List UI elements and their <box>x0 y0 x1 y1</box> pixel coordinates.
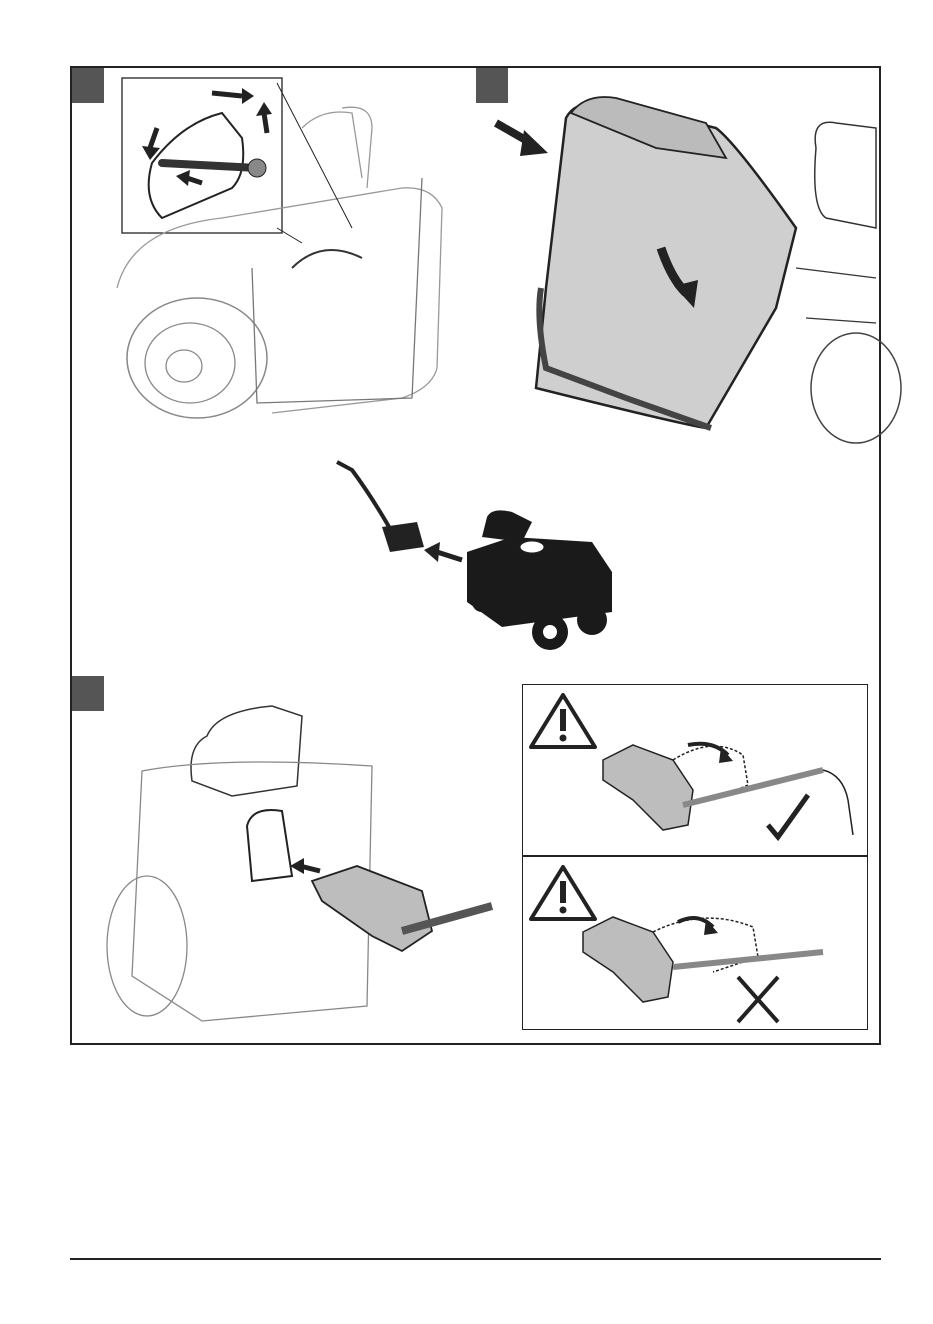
panel-frame-attachment <box>72 68 474 440</box>
inset-incorrect <box>522 856 868 1030</box>
panel-deflector-insertion <box>72 676 879 1043</box>
inset-correct <box>522 684 868 856</box>
check-mark-icon <box>768 795 808 837</box>
panel-collector-bag <box>476 68 879 440</box>
warning-triangle-icon <box>531 695 595 747</box>
cross-mark-icon <box>738 977 778 1022</box>
mower-deflector-illustration <box>72 442 879 674</box>
panel-mower-deflector <box>72 442 879 674</box>
warning-triangle-icon <box>531 867 595 919</box>
footer-rule <box>70 1258 881 1260</box>
collector-bag-illustration <box>476 68 879 440</box>
frame-attachment-illustration <box>72 68 474 440</box>
